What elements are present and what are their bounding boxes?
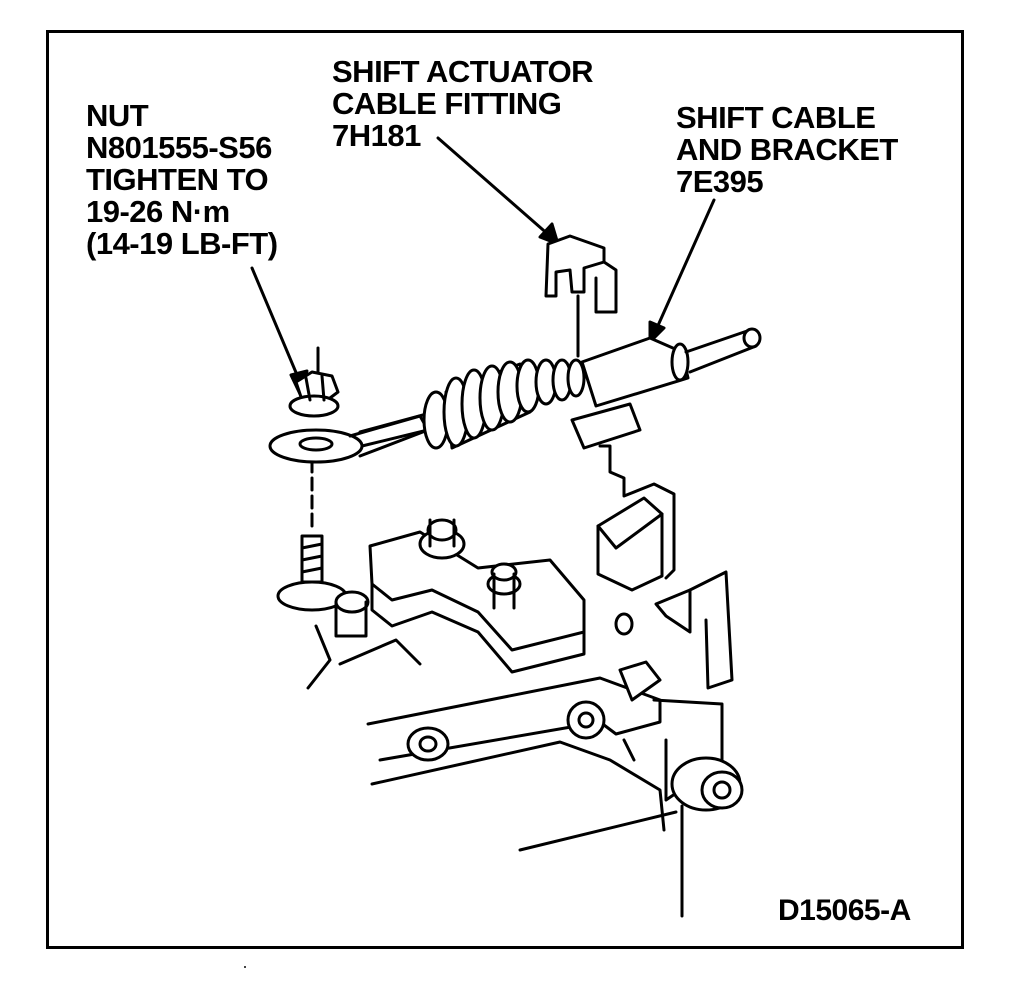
transmission-case xyxy=(366,612,744,918)
actuator-fitting xyxy=(544,234,618,358)
shift-lever xyxy=(368,518,586,674)
cable-stud xyxy=(276,534,422,690)
cable-bracket xyxy=(570,402,734,690)
flange-nut xyxy=(288,370,340,418)
diagram-frame xyxy=(46,30,964,949)
label-nut-line-3: TIGHTEN TO xyxy=(86,162,269,197)
label-cable-line-3: 7E395 xyxy=(676,164,764,199)
cable-boot xyxy=(422,358,586,450)
label-cable-line-2: AND BRACKET xyxy=(676,132,898,167)
label-nut-line-2: N801555-S56 xyxy=(86,130,272,165)
label-cable-line-1: SHIFT CABLE xyxy=(676,100,876,135)
scan-speck xyxy=(244,966,246,968)
leader-fitting xyxy=(436,136,560,246)
label-actuator-fitting: SHIFT ACTUATOR CABLE FITTING 7H181 xyxy=(332,54,594,153)
label-nut-line-1: NUT xyxy=(86,98,149,133)
label-fitting-line-2: CABLE FITTING xyxy=(332,86,562,121)
leader-cable xyxy=(648,198,716,344)
cable-sleeve xyxy=(580,327,762,408)
label-nut-line-5: (14-19 LB-FT) xyxy=(86,226,278,261)
label-fitting-line-3: 7H181 xyxy=(332,118,421,153)
label-fitting-line-1: SHIFT ACTUATOR xyxy=(332,54,594,89)
label-nut: NUT N801555-S56 TIGHTEN TO 19-26 N·m (14… xyxy=(86,100,278,260)
figure-id: D15065-A xyxy=(778,894,911,927)
leader-nut xyxy=(250,266,309,396)
label-shift-cable: SHIFT CABLE AND BRACKET 7E395 xyxy=(676,102,898,198)
label-nut-line-4: 19-26 N·m xyxy=(86,194,230,229)
cable-eye xyxy=(268,414,430,464)
